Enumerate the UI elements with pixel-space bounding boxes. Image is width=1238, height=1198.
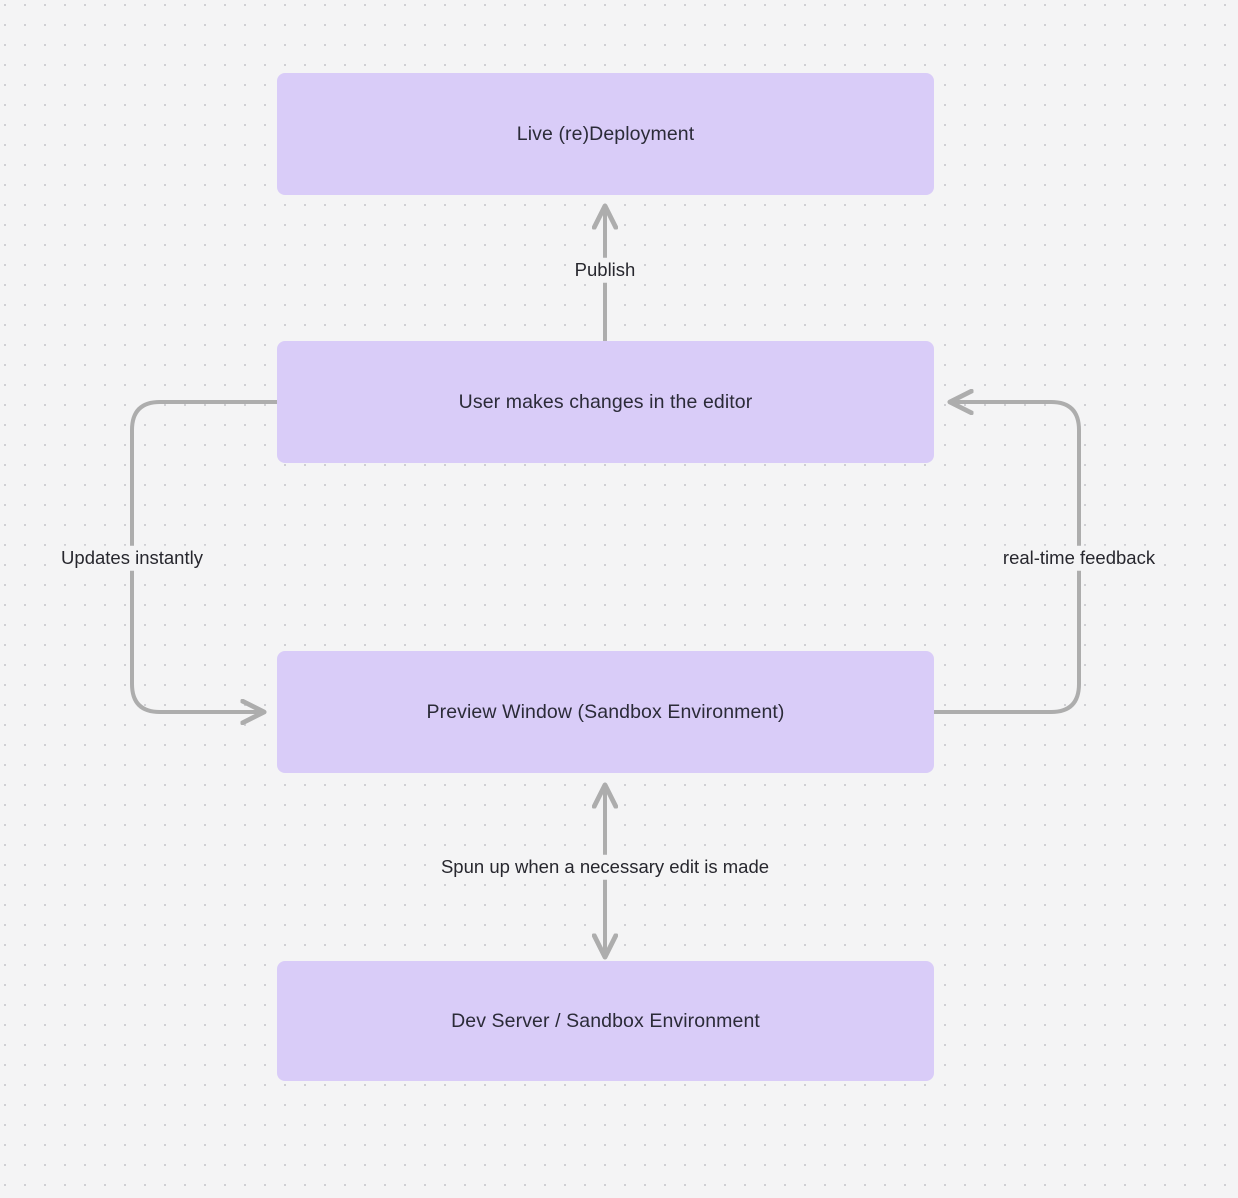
node-preview-window[interactable]: Preview Window (Sandbox Environment) — [277, 651, 934, 773]
node-live-deployment[interactable]: Live (re)Deployment — [277, 73, 934, 195]
edge-label-publish: Publish — [567, 257, 643, 283]
node-dev-server[interactable]: Dev Server / Sandbox Environment — [277, 961, 934, 1081]
edge-label-updates-instantly: Updates instantly — [54, 545, 210, 571]
node-label: Dev Server / Sandbox Environment — [451, 1009, 760, 1032]
node-label: Live (re)Deployment — [516, 122, 695, 145]
node-label: User makes changes in the editor — [458, 390, 753, 413]
node-user-edits[interactable]: User makes changes in the editor — [277, 341, 934, 463]
node-label: Preview Window (Sandbox Environment) — [426, 700, 785, 723]
edge-label-real-time-feedback: real-time feedback — [995, 545, 1163, 571]
edge-label-spun-up: Spun up when a necessary edit is made — [433, 854, 777, 880]
